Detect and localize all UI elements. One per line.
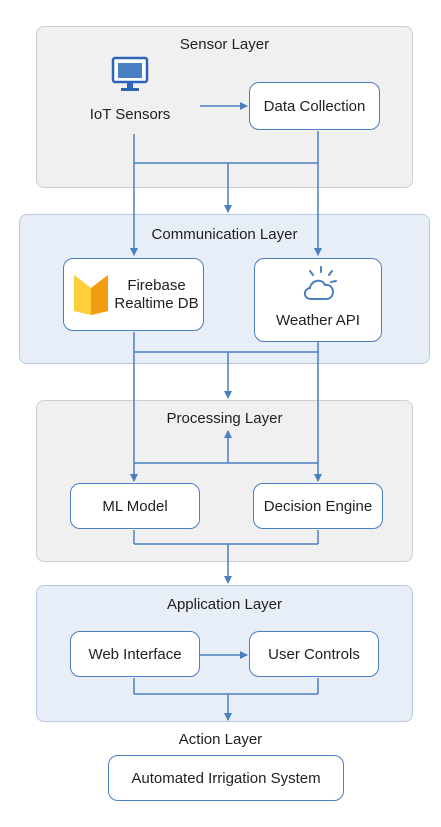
weather-cloud-sun-icon <box>297 265 341 305</box>
sensor-layer-title: Sensor Layer <box>179 36 270 53</box>
ml-model-label: ML Model <box>102 497 168 515</box>
communication-layer-title: Communication Layer <box>151 226 298 243</box>
monitor-icon <box>110 55 150 95</box>
user-controls-box: User Controls <box>249 631 379 677</box>
action-layer-title: Action Layer <box>178 731 263 748</box>
decision-engine-label: Decision Engine <box>263 497 373 515</box>
data-collection-box: Data Collection <box>249 82 380 130</box>
application-layer-title: Application Layer <box>166 596 283 613</box>
user-controls-label: User Controls <box>268 645 360 663</box>
firebase-icon <box>72 271 110 317</box>
firebase-label: Firebase Realtime DB <box>114 277 199 313</box>
irrigation-box: Automated Irrigation System <box>108 755 344 801</box>
firebase-label-line1: Firebase <box>127 277 186 294</box>
firebase-label-line2: Realtime DB <box>114 295 199 312</box>
web-interface-box: Web Interface <box>70 631 200 677</box>
data-collection-label: Data Collection <box>263 97 366 115</box>
weather-api-box: Weather API <box>254 258 382 342</box>
firebase-box: Firebase Realtime DB <box>63 258 204 331</box>
irrigation-label: Automated Irrigation System <box>131 769 321 787</box>
decision-engine-box: Decision Engine <box>253 483 383 529</box>
iot-sensors-label: IoT Sensors <box>89 106 171 123</box>
processing-layer-title: Processing Layer <box>166 410 283 427</box>
processing-layer: Processing Layer <box>36 400 413 562</box>
weather-api-label: Weather API <box>276 312 360 329</box>
web-interface-label: Web Interface <box>88 645 182 663</box>
ml-model-box: ML Model <box>70 483 200 529</box>
